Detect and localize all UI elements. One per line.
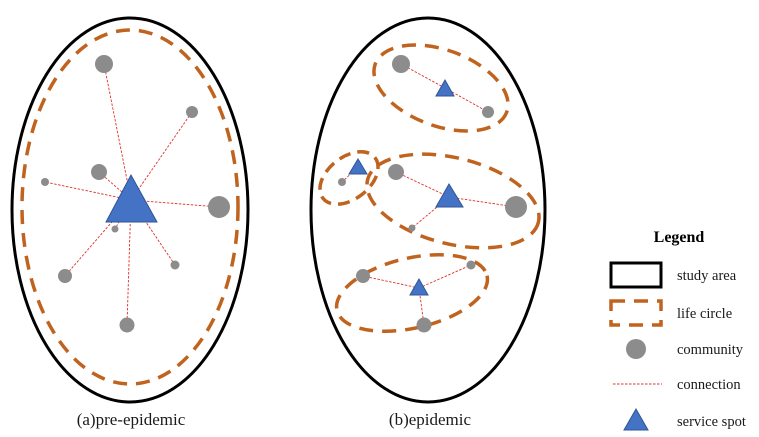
community-node (408, 224, 416, 232)
legend-life-circle-label: life circle (677, 306, 732, 322)
community-node (170, 260, 180, 270)
community-node (356, 269, 370, 283)
community-node (95, 55, 113, 73)
connection-line (448, 196, 517, 208)
community-node (416, 317, 432, 333)
service-spot (348, 158, 368, 175)
community-node (388, 164, 404, 180)
legend-study-area-label: study area (677, 268, 737, 284)
legend-community-symbol (626, 339, 646, 359)
legend-life-circle-symbol (609, 299, 663, 327)
legend-community-label: community (677, 342, 744, 358)
service-spots-b (348, 78, 464, 296)
community-node (482, 106, 494, 118)
community-node (41, 178, 49, 186)
legend-title: Legend (654, 229, 705, 246)
connection-line (130, 111, 193, 201)
community-node (208, 196, 230, 218)
community-node (338, 178, 346, 186)
panel-epidemic: (b)epidemic (309, 16, 547, 429)
community-node (392, 55, 410, 73)
service-spot (435, 183, 464, 208)
caption-pre-epidemic: (a)pre-epidemic (77, 410, 186, 429)
study-area-boundary-b (309, 16, 547, 404)
life-circle-b1 (372, 43, 510, 133)
community-node (186, 106, 198, 118)
legend: Legend study area life circle community … (609, 229, 746, 431)
connection-line (98, 171, 132, 201)
life-circle-b4 (334, 253, 490, 333)
connection-line (395, 171, 450, 198)
community-node (119, 317, 135, 333)
community-node (505, 196, 527, 218)
communities-a (41, 55, 230, 333)
life-circle-a (20, 28, 240, 386)
life-circle-b2 (318, 150, 380, 206)
study-area-boundary-a (10, 16, 250, 404)
service-spot (409, 277, 429, 296)
connection-line (418, 264, 472, 289)
legend-connection-label: connection (677, 377, 741, 393)
life-circle-b3 (365, 152, 541, 250)
community-node (111, 225, 119, 233)
legend-study-area-symbol (609, 261, 663, 289)
caption-epidemic: (b)epidemic (389, 410, 472, 429)
community-node (91, 164, 107, 180)
legend-service-spot-label: service spot (677, 414, 746, 430)
communities-b (338, 55, 527, 333)
connection-line (130, 199, 220, 208)
community-node (466, 260, 476, 270)
legend-service-spot-symbol (623, 407, 649, 431)
panel-pre-epidemic: (a)pre-epidemic (10, 16, 250, 429)
service-spot-a (105, 173, 158, 223)
service-spot (435, 78, 455, 97)
connection-line (362, 275, 420, 289)
connection-line (44, 181, 132, 201)
community-node (58, 269, 72, 283)
connection-line (103, 63, 132, 201)
